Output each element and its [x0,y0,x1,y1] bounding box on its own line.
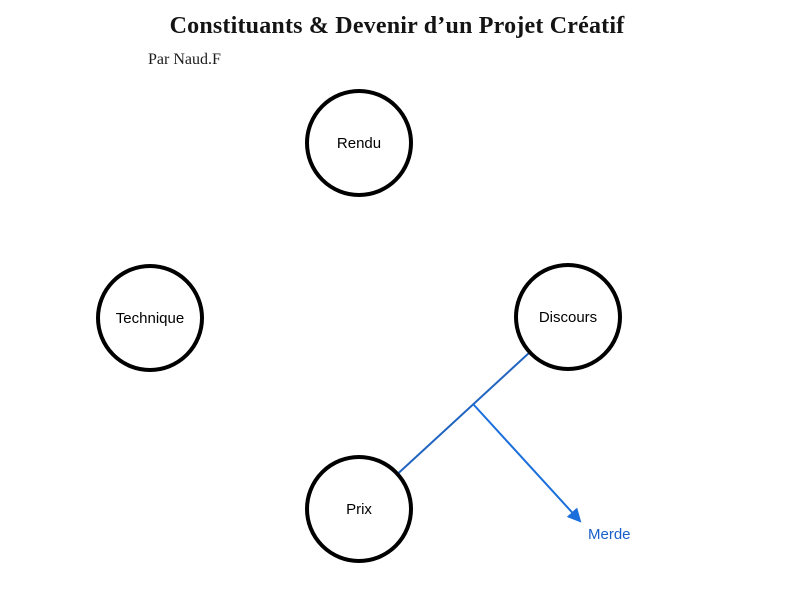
node-technique-circle [96,264,204,372]
node-prix: Prix [305,455,413,563]
node-prix-circle [305,455,413,563]
node-rendu-circle [305,89,413,197]
page-subtitle: Par Naud.F [148,51,221,68]
node-discours-circle [514,263,622,371]
node-rendu-label: Rendu [337,135,381,152]
node-discours: Discours [514,263,622,371]
node-rendu: Rendu [305,89,413,197]
node-technique-label: Technique [116,310,184,327]
arrow-to-merde [472,403,582,523]
merde-label: Merde [588,526,631,543]
page-title: Constituants & Devenir d’un Projet Créat… [169,13,625,39]
node-discours-label: Discours [539,309,597,326]
node-technique: Technique [96,264,204,372]
node-prix-label: Prix [346,501,372,518]
edge-discours-prix [396,351,531,475]
